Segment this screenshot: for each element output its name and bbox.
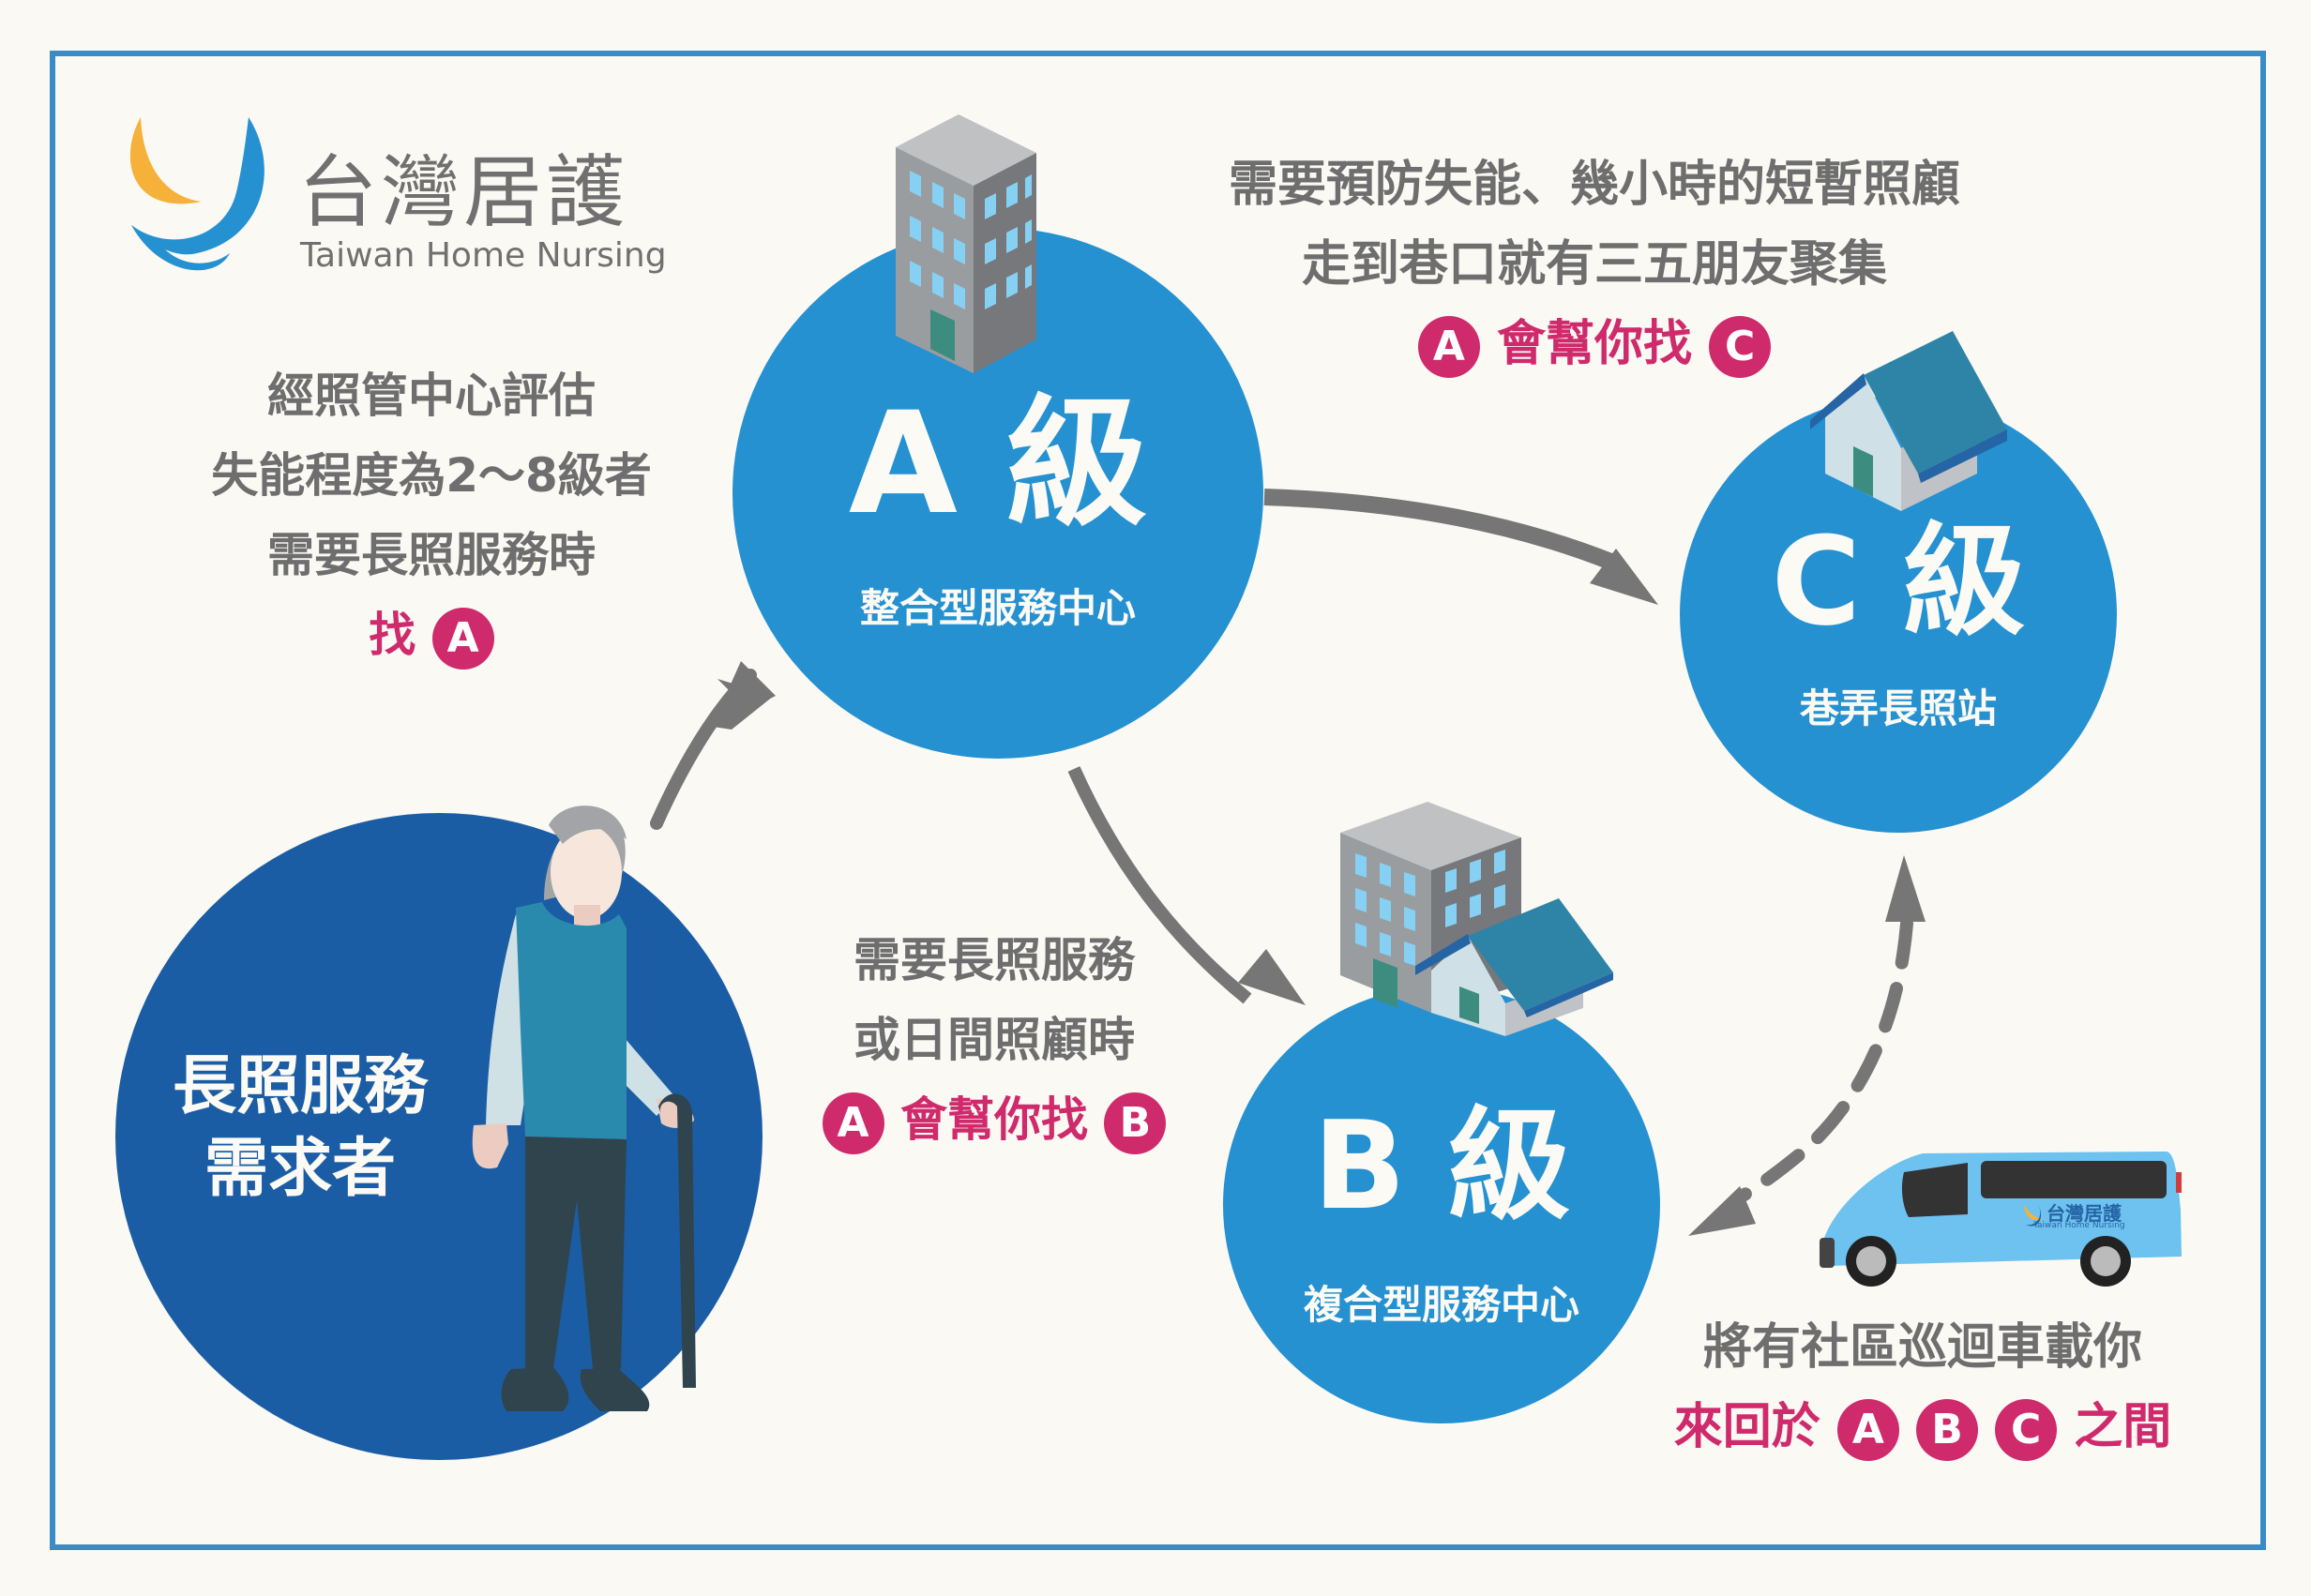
arrow-shuttle-dashed (1688, 855, 1926, 1236)
shuttle-note-line: 將有社區巡迴車載你 (1702, 1319, 2142, 1376)
node-b-circle[interactable] (1223, 986, 1660, 1423)
node-a-name: 整合型服務中心 (859, 585, 1136, 631)
shuttle-suffix: 之間 (2074, 1399, 2172, 1455)
arrow-a-to-c (1263, 489, 1658, 605)
node-c-title: C 級 (1680, 520, 2117, 642)
note-to-b-action: 會幫你找 (900, 1092, 1088, 1147)
node-a-circle[interactable] (733, 228, 1263, 759)
note-to-b-line: 需要長照服務 (853, 933, 1135, 987)
note-to-b-line: 或日間照顧時 (853, 1013, 1135, 1067)
note-to-a: 經照管中心評估 失能程度為2～8級者 需要長照服務時 找 A (150, 356, 713, 675)
badge-a: A (431, 607, 494, 670)
node-b-suffix: 級 (1448, 1094, 1571, 1237)
node-a-level: A (848, 383, 958, 546)
logo-icon (129, 117, 264, 271)
node-a-suffix: 級 (1006, 383, 1148, 546)
note-to-c-line: 走到巷口就有三五朋友聚集 (1301, 236, 1887, 293)
node-c-circle[interactable] (1680, 396, 2117, 833)
node-b-level: B (1312, 1094, 1406, 1237)
arrow-a-to-b (1067, 766, 1306, 1005)
node-a-title: A 級 (733, 394, 1263, 535)
node-b-name: 複合型服務中心 (1303, 1282, 1579, 1328)
badge-a: A (1836, 1399, 1899, 1461)
van-logo-en: Taiwan Home Nursing (2033, 1221, 2125, 1230)
note-to-c-action: 會幫你找 (1496, 316, 1692, 372)
note-to-c-line: 需要預防失能、幾小時的短暫照顧 (1228, 157, 1960, 213)
note-to-a-line: 失能程度為2～8級者 (211, 448, 652, 503)
arrow-user-to-a (650, 661, 776, 830)
node-c-level: C (1771, 510, 1862, 653)
badge-a: A (1417, 316, 1480, 378)
building-and-house-icon (1340, 802, 1613, 1036)
badge-b: B (1104, 1092, 1167, 1154)
van-logo-cn: 台灣居護 (2047, 1202, 2122, 1225)
brand-name-cn: 台灣居護 (298, 146, 629, 238)
badge-a: A (822, 1092, 884, 1154)
node-b-title: B 級 (1223, 1105, 1660, 1227)
house-icon (1810, 331, 2007, 511)
badge-c: C (1995, 1399, 2058, 1461)
shuttle-note: 將有社區巡迴車載你 來回於 A B C 之間 (1632, 1308, 2213, 1468)
node-c-suffix: 級 (1903, 510, 2026, 653)
elderly-person-icon (472, 806, 696, 1411)
badge-c: C (1709, 316, 1772, 378)
user-node-line1: 長照服務 (172, 1049, 428, 1123)
badge-b: B (1916, 1399, 1978, 1461)
note-to-a-action: 找 (369, 608, 416, 662)
office-building-icon (896, 114, 1036, 373)
user-node-title: 長照服務 需求者 (141, 1046, 460, 1211)
user-node-line2: 需求者 (204, 1132, 396, 1206)
node-c-name: 巷弄長照站 (1799, 685, 1997, 731)
note-to-a-line: 需要長照服務時 (267, 528, 596, 582)
border-frame (50, 51, 2266, 1550)
brand-name-en: Taiwan Home Nursing (300, 236, 667, 275)
note-to-b: 需要長照服務 或日間照顧時 A 會幫你找 B (769, 921, 1219, 1160)
note-to-c: 需要預防失能、幾小時的短暫照顧 走到巷口就有三五朋友聚集 A 會幫你找 C (1154, 145, 2035, 384)
shuttle-prefix: 來回於 (1673, 1399, 1820, 1455)
note-to-a-line: 經照管中心評估 (267, 369, 596, 423)
shuttle-van-icon (1820, 1152, 2182, 1287)
